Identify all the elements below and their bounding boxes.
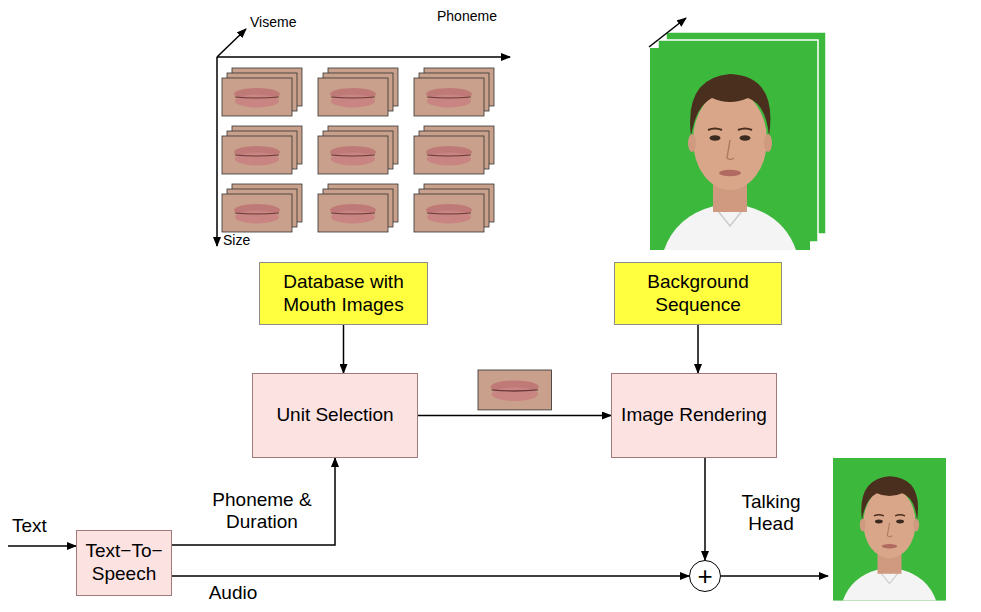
axis-label: Phoneme bbox=[437, 8, 497, 24]
sum-circle: + bbox=[689, 560, 721, 592]
box-text: Database with Mouth Images bbox=[266, 271, 421, 317]
axis-label: Size bbox=[223, 232, 250, 248]
process-box: Unit Selection bbox=[252, 373, 418, 458]
database-box: Database with Mouth Images bbox=[259, 262, 428, 325]
connector-arrow bbox=[172, 458, 335, 545]
connector-arrow bbox=[418, 415, 611, 417]
process-box: Text−To− Speech bbox=[76, 530, 172, 596]
connector-arrow bbox=[704, 458, 706, 560]
axis-label: Viseme bbox=[250, 14, 296, 30]
edge-label: Audio bbox=[196, 582, 270, 604]
background-box: Background Sequence bbox=[614, 262, 782, 325]
box-text: Text−To− Speech bbox=[83, 540, 165, 586]
connector-arrow bbox=[172, 575, 689, 577]
box-text: + bbox=[697, 563, 712, 589]
output-label: Talking Head bbox=[722, 491, 820, 535]
process-box: Image Rendering bbox=[611, 373, 777, 458]
connector-arrow bbox=[697, 325, 699, 373]
box-text: Image Rendering bbox=[621, 404, 767, 427]
box-text: Background Sequence bbox=[621, 271, 775, 317]
input-label: Text bbox=[12, 515, 72, 537]
connector-arrow bbox=[343, 325, 345, 373]
box-text: Unit Selection bbox=[276, 404, 393, 427]
edge-label: Phoneme & Duration bbox=[196, 489, 328, 533]
